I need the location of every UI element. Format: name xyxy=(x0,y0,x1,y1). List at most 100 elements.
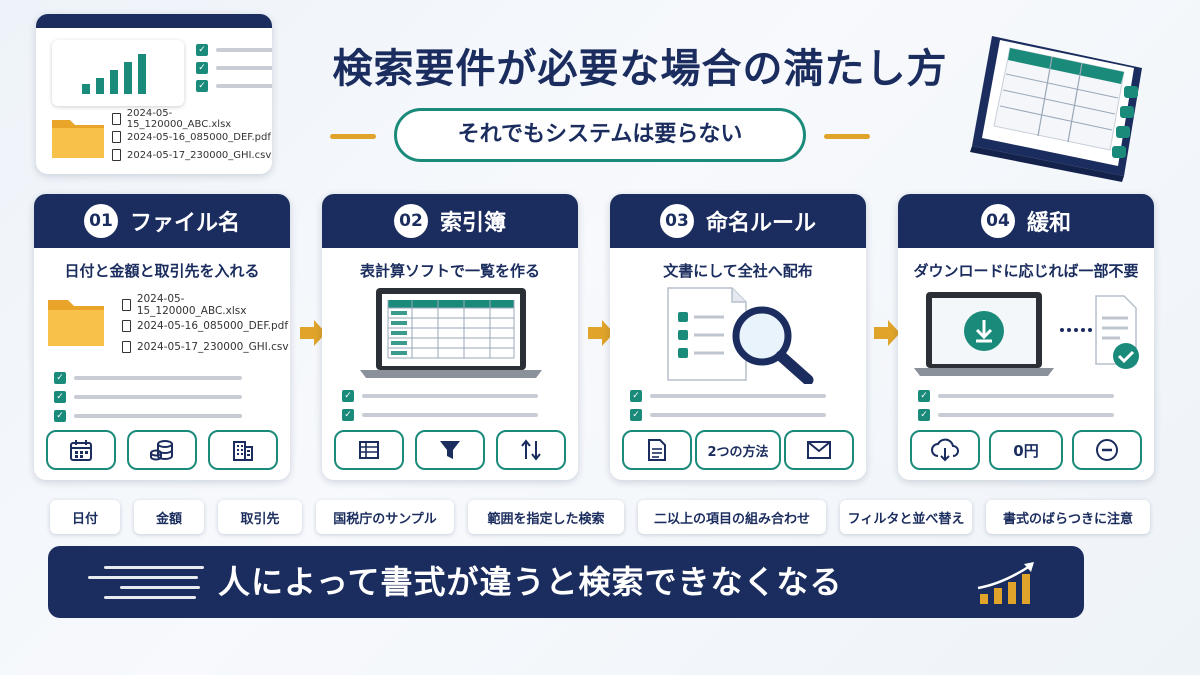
growth-chart-icon xyxy=(974,560,1044,610)
speed-line xyxy=(120,586,200,589)
cloud-download-button[interactable] xyxy=(910,430,980,470)
file-item: 2024-05-15_120000_ABC.xlsx xyxy=(122,293,290,317)
step-number: 04 xyxy=(980,204,1015,238)
arrow-right-icon xyxy=(300,320,326,346)
step-buttons xyxy=(46,430,278,470)
check-icon: ✓ xyxy=(196,80,208,92)
check-icon: ✓ xyxy=(54,391,66,403)
file-icon xyxy=(122,340,131,353)
step-header: 01 ファイル名 xyxy=(34,194,290,248)
speed-line xyxy=(104,566,204,569)
filter-icon xyxy=(440,441,460,459)
step-card-01: 01 ファイル名 日付と金額と取引先を入れる 2024-05-15_120000… xyxy=(34,194,290,480)
tag-multi-item: 二以上の項目の組み合わせ xyxy=(638,500,826,534)
tag-range-search: 範囲を指定した検索 xyxy=(468,500,624,534)
coins-button[interactable] xyxy=(127,430,197,470)
decorative-dash xyxy=(330,134,376,139)
step-title: 命名ルール xyxy=(705,211,816,236)
file-item: 2024-05-17_230000_GHI.csv xyxy=(112,146,272,164)
step-title: ファイル名 xyxy=(129,211,240,236)
building-icon xyxy=(233,441,253,461)
building-button[interactable] xyxy=(208,430,278,470)
step-title: 緩和 xyxy=(1026,211,1071,236)
mail-button[interactable] xyxy=(784,430,854,470)
check-icon: ✓ xyxy=(196,62,208,74)
subtitle: それでもシステムは要らない xyxy=(394,108,806,162)
arrow-right-icon xyxy=(588,320,614,346)
step-header: 02 索引簿 xyxy=(322,194,578,248)
file-icon xyxy=(112,149,121,161)
step-card-04: 04 緩和 ダウンロードに応じれば一部不要 ✓ ✓ 0円 xyxy=(898,194,1154,480)
tag-format-warning: 書式のばらつきに注意 xyxy=(986,500,1150,534)
step-number: 02 xyxy=(393,204,428,238)
bar-chart-icon xyxy=(52,40,184,106)
tag-client: 取引先 xyxy=(218,500,302,534)
checklist: ✓ ✓ xyxy=(630,390,826,427)
arrow-right-icon xyxy=(874,320,900,346)
step-number: 01 xyxy=(83,204,118,238)
step-description: 文書にして全社へ配布 xyxy=(663,262,813,280)
decorative-dash xyxy=(824,134,870,139)
file-item: 2024-05-16_085000_DEF.pdf xyxy=(122,315,290,336)
calendar-button[interactable] xyxy=(46,430,116,470)
table-button[interactable] xyxy=(334,430,404,470)
check-icon: ✓ xyxy=(54,372,66,384)
folder-icon xyxy=(50,112,106,164)
checklist: ✓ ✓ xyxy=(342,390,538,427)
file-item: 2024-05-16_085000_DEF.pdf xyxy=(112,128,272,146)
table-icon xyxy=(359,441,379,459)
speed-line xyxy=(104,596,196,599)
coins-icon xyxy=(150,440,173,461)
check-icon: ✓ xyxy=(630,409,642,421)
filter-button[interactable] xyxy=(415,430,485,470)
step-description: 日付と金額と取引先を入れる xyxy=(64,262,260,280)
step-buttons: 0円 xyxy=(910,430,1142,470)
minus-button[interactable] xyxy=(1072,430,1142,470)
check-icon: ✓ xyxy=(196,44,208,56)
laptop-download-icon xyxy=(910,290,1146,384)
binder-icon xyxy=(952,26,1152,190)
check-icon: ✓ xyxy=(54,410,66,422)
sort-icon xyxy=(521,439,541,461)
file-list: 2024-05-15_120000_ABC.xlsx 2024-05-16_08… xyxy=(122,293,290,357)
info-card-header xyxy=(36,14,272,28)
sort-button[interactable] xyxy=(496,430,566,470)
step-title: 索引簿 xyxy=(439,211,506,236)
subtitle-group: それでもシステムは要らない xyxy=(330,108,870,164)
step-description: ダウンロードに応じれば一部不要 xyxy=(913,262,1139,280)
cloud-download-icon xyxy=(931,438,959,462)
banner-message: 人によって書式が違うと検索できなくなる xyxy=(218,563,843,601)
file-list: 2024-05-15_120000_ABC.xlsx 2024-05-16_08… xyxy=(112,108,272,164)
zero-yen-button[interactable]: 0円 xyxy=(989,430,1063,470)
check-icon: ✓ xyxy=(342,390,354,402)
file-item: 2024-05-15_120000_ABC.xlsx xyxy=(112,108,272,130)
step-card-02: 02 索引簿 表計算ソフトで一覧を作る ✓ ✓ xyxy=(322,194,578,480)
step-buttons: 2つの方法 xyxy=(622,430,854,470)
step-buttons xyxy=(334,430,566,470)
file-icon xyxy=(112,131,121,143)
speed-line xyxy=(88,576,198,579)
step-description: 表計算ソフトで一覧を作る xyxy=(359,262,540,280)
info-card: ✓ ✓ ✓ 2024-05-15_120000_ABC.xlsx 2024-05… xyxy=(36,14,272,174)
tag-date: 日付 xyxy=(50,500,120,534)
checklist: ✓ ✓ xyxy=(918,390,1114,427)
laptop-spreadsheet-icon xyxy=(356,286,546,386)
tag-nta-sample: 国税庁のサンプル xyxy=(316,500,454,534)
info-checklist: ✓ ✓ ✓ xyxy=(196,44,272,98)
file-icon xyxy=(122,319,131,332)
file-icon xyxy=(122,298,131,311)
check-icon: ✓ xyxy=(918,390,930,402)
two-methods-button[interactable]: 2つの方法 xyxy=(695,430,781,470)
tag-amount: 金額 xyxy=(134,500,204,534)
bottom-banner: 人によって書式が違うと検索できなくなる xyxy=(48,546,1084,618)
file-icon xyxy=(112,113,121,125)
step-number: 03 xyxy=(659,204,694,238)
document-icon xyxy=(648,439,666,461)
document-button[interactable] xyxy=(622,430,692,470)
minus-circle-icon xyxy=(1096,439,1118,461)
calendar-icon xyxy=(70,440,92,461)
step-header: 03 命名ルール xyxy=(610,194,866,248)
check-icon: ✓ xyxy=(918,409,930,421)
page-title: 検索要件が必要な場合の満たし方 xyxy=(332,46,948,92)
tag-filter-sort: フィルタと並べ替え xyxy=(840,500,972,534)
